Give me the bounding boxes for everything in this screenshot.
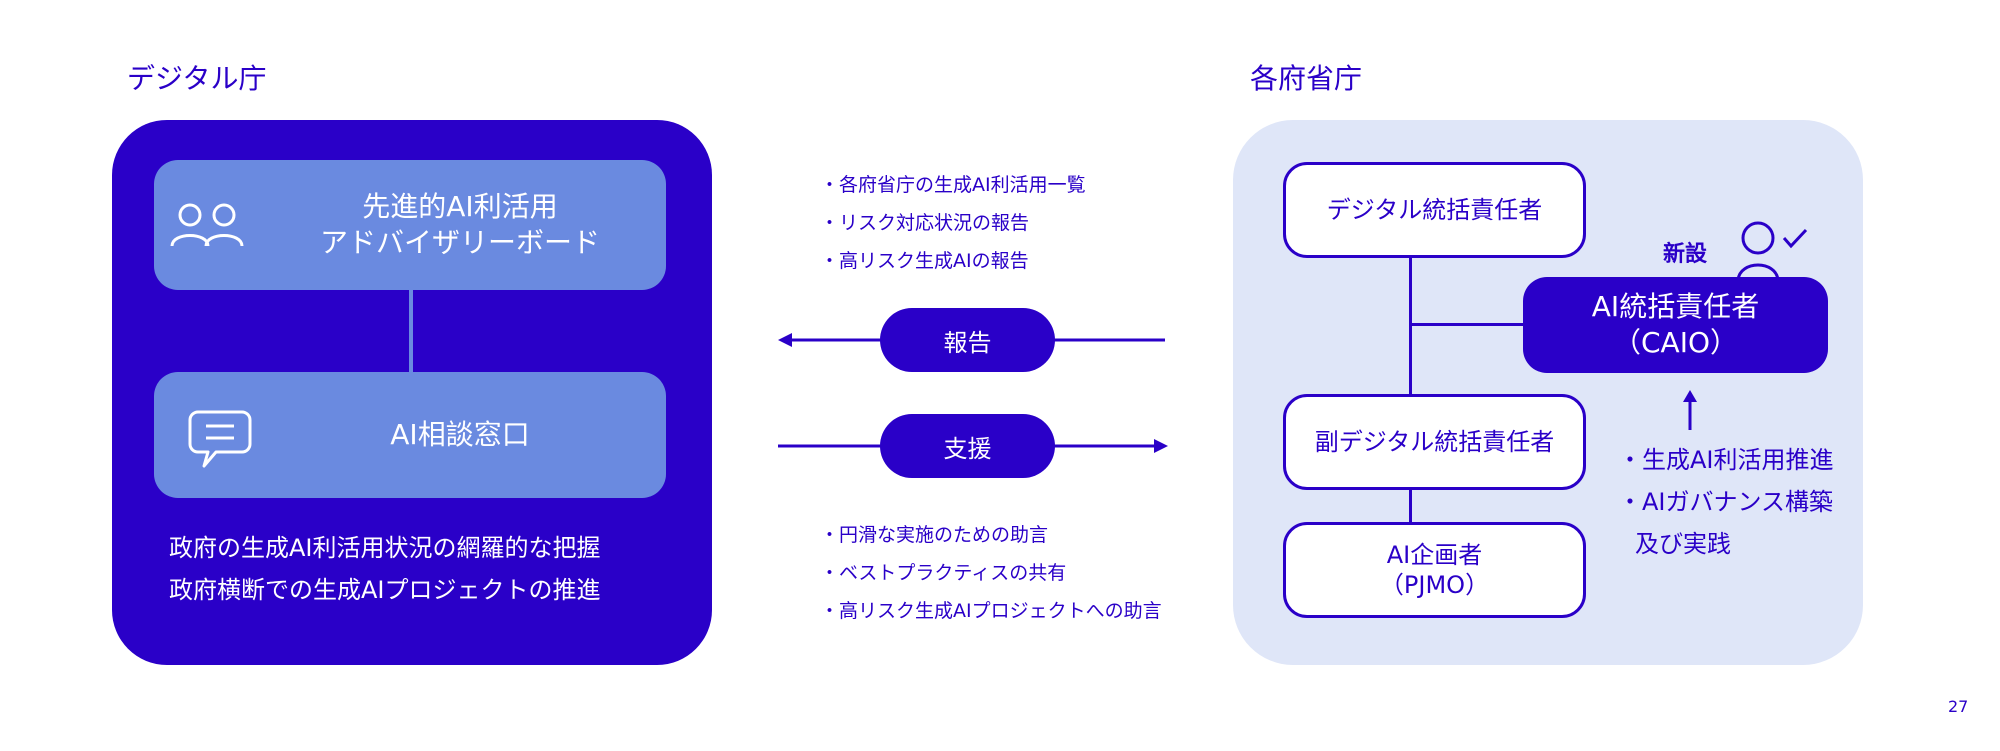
ministries-title: 各府省庁 [1250,62,1363,95]
caio-role-2: ・AIガバナンス構築 [1618,488,1834,516]
digital-agency-title: デジタル庁 [127,62,267,95]
description-line-2: 政府横断での生成AIプロジェクトの推進 [169,576,601,604]
pjmo-connector-line [1409,490,1412,522]
ai-consultation-desk-box: AI相談窓口 [154,372,666,498]
vice-cdo-box: 副デジタル統括責任者 [1283,394,1586,490]
consultation-desk-text: AI相談窓口 [390,418,530,451]
caio-line1: AI統括責任者 [1591,290,1760,323]
pjmo-box: AI企画者 （PJMO） [1283,522,1586,618]
report-item-1: ・各府省庁の生成AI利活用一覧 [820,174,1086,196]
new-badge: 新設 [1663,242,1708,267]
pjmo-line1: AI企画者 [1386,541,1483,569]
cdo-label: デジタル統括責任者 [1326,196,1543,224]
caio-role-2-continued: 及び実践 [1635,530,1731,558]
caio-line2: （CAIO） [1612,326,1738,359]
page-number: 27 [1948,697,1969,716]
chat-bubble-icon [188,408,252,474]
ministries-panel: デジタル統括責任者 副デジタル統括責任者 AI企画者 （PJMO） 新設 AI統… [1233,120,1863,665]
support-item-2: ・ベストプラクティスの共有 [820,562,1067,584]
support-label-pill: 支援 [880,414,1055,478]
person-check-icon [1736,220,1812,286]
support-arrow-head [1154,439,1168,453]
support-item-3: ・高リスク生成AIプロジェクトへの助言 [820,600,1162,622]
advisory-board-label: 先進的AI利活用 アドバイザリーボード [254,160,666,290]
report-item-2: ・リスク対応状況の報告 [820,212,1030,234]
pjmo-line2: （PJMO） [1379,571,1490,599]
vice-cdo-label: 副デジタル統括責任者 [1314,428,1555,456]
consultation-desk-label: AI相談窓口 [254,372,666,498]
caio-role-1: ・生成AI利活用推進 [1618,446,1834,474]
digital-agency-panel: 先進的AI利活用 アドバイザリーボード AI相談窓口 政府の生成AI利活用状況の… [112,120,712,665]
caio-box: AI統括責任者 （CAIO） [1523,277,1828,373]
up-arrow-icon [1682,390,1698,434]
cdo-box: デジタル統括責任者 [1283,162,1586,258]
caio-connector-line [1409,323,1523,326]
report-label-pill: 報告 [880,308,1055,372]
advisory-board-line1: 先進的AI利活用 [362,190,558,223]
cdo-connector-line [1409,258,1412,394]
advisory-connector-line [409,290,413,372]
description-line-1: 政府の生成AI利活用状況の網羅的な把握 [169,534,601,562]
report-item-3: ・高リスク生成AIの報告 [820,250,1029,272]
support-item-1: ・円滑な実施のための助言 [820,524,1049,546]
advisory-board-line2: アドバイザリーボード [319,226,600,259]
advisory-board-box: 先進的AI利活用 アドバイザリーボード [154,160,666,290]
people-icon [168,200,248,254]
report-arrow-head [778,333,792,347]
